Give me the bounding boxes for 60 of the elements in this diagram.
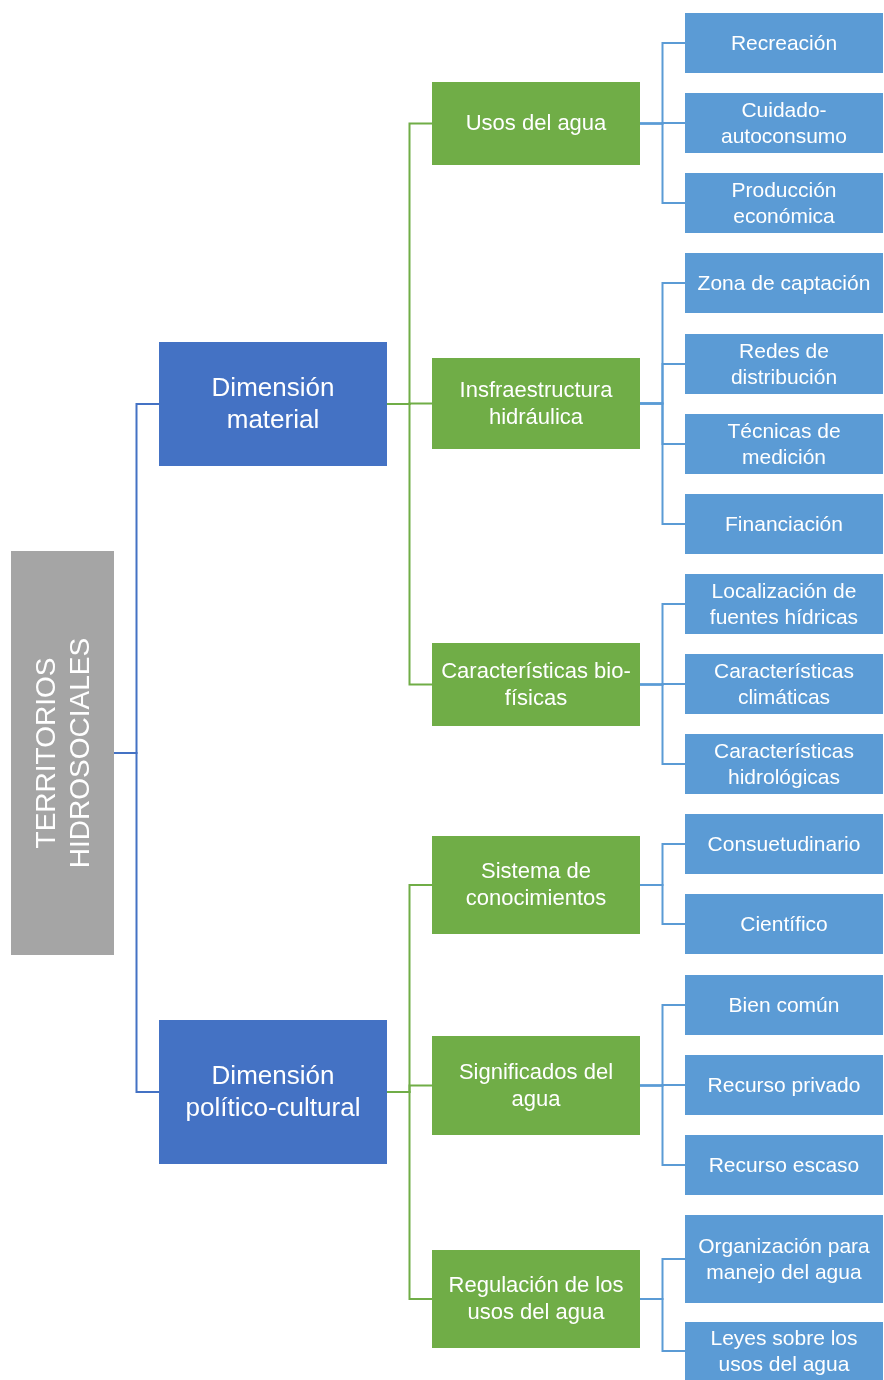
node-label: Cuidado- autoconsumo <box>719 97 849 149</box>
connector-line <box>639 122 686 204</box>
node-label: Organización para manejo del agua <box>697 1233 871 1285</box>
node-label: Insfraestructura hidráulica <box>458 376 614 431</box>
node-label: Consuetudinario <box>706 831 862 857</box>
connector-line <box>386 403 433 686</box>
category-box <box>432 1036 640 1135</box>
node-label: Dimensión material <box>210 372 336 436</box>
root-box <box>11 551 114 955</box>
item-box <box>685 1215 883 1303</box>
item-box <box>685 1135 883 1195</box>
node-label: Financiación <box>724 511 844 537</box>
item-box <box>685 93 883 153</box>
node-label: Dimensión político-cultural <box>184 1060 362 1124</box>
node-label: Usos del agua <box>464 110 608 137</box>
connector-line <box>639 402 686 525</box>
category-box <box>432 836 640 934</box>
item-box <box>685 734 883 794</box>
category-box <box>432 1250 640 1348</box>
node-label: Técnicas de medición <box>726 418 842 470</box>
node-label: Sistema de conocimientos <box>464 858 608 912</box>
item-box <box>685 1322 883 1380</box>
node-label: Recurso privado <box>706 1072 862 1098</box>
node-label: Redes de distribución <box>729 338 839 390</box>
connector-line <box>386 1091 433 1300</box>
item-box <box>685 334 883 394</box>
item-box <box>685 253 883 313</box>
node-label: Significados del agua <box>457 1058 615 1113</box>
node-label: Bien común <box>727 992 841 1018</box>
category-box <box>432 82 640 165</box>
node-label: Localización de fuentes hídricas <box>708 578 860 630</box>
item-box <box>685 894 883 954</box>
connector-line <box>639 1298 686 1352</box>
item-box <box>685 173 883 233</box>
node-label: Recurso escaso <box>707 1152 861 1178</box>
connector-line <box>639 1084 686 1166</box>
category-box <box>432 358 640 449</box>
node-label: Producción económica <box>730 177 838 229</box>
item-box <box>685 13 883 73</box>
item-box <box>685 414 883 474</box>
item-box <box>685 975 883 1035</box>
node-label: Características hidrológicas <box>712 738 855 790</box>
dimension-box <box>159 1020 387 1164</box>
node-label: Regulación de los usos del agua <box>447 1272 625 1326</box>
connector-line <box>639 884 686 925</box>
item-box <box>685 1055 883 1115</box>
item-box <box>685 814 883 874</box>
node-label: Características bio-físicas <box>440 657 632 712</box>
dimension-box <box>159 342 387 466</box>
item-box <box>685 654 883 714</box>
item-box <box>685 574 883 634</box>
node-label: Leyes sobre los usos del agua <box>709 1325 859 1377</box>
node-label: Zona de captación <box>696 270 872 296</box>
node-label: TERRITORIOS HIDROSOCIALES <box>28 636 96 871</box>
item-box <box>685 494 883 554</box>
node-label: Científico <box>739 911 829 937</box>
node-label: Características climáticas <box>712 658 855 710</box>
connector-line <box>639 683 686 765</box>
category-box <box>432 643 640 726</box>
node-label: Recreación <box>729 30 839 56</box>
